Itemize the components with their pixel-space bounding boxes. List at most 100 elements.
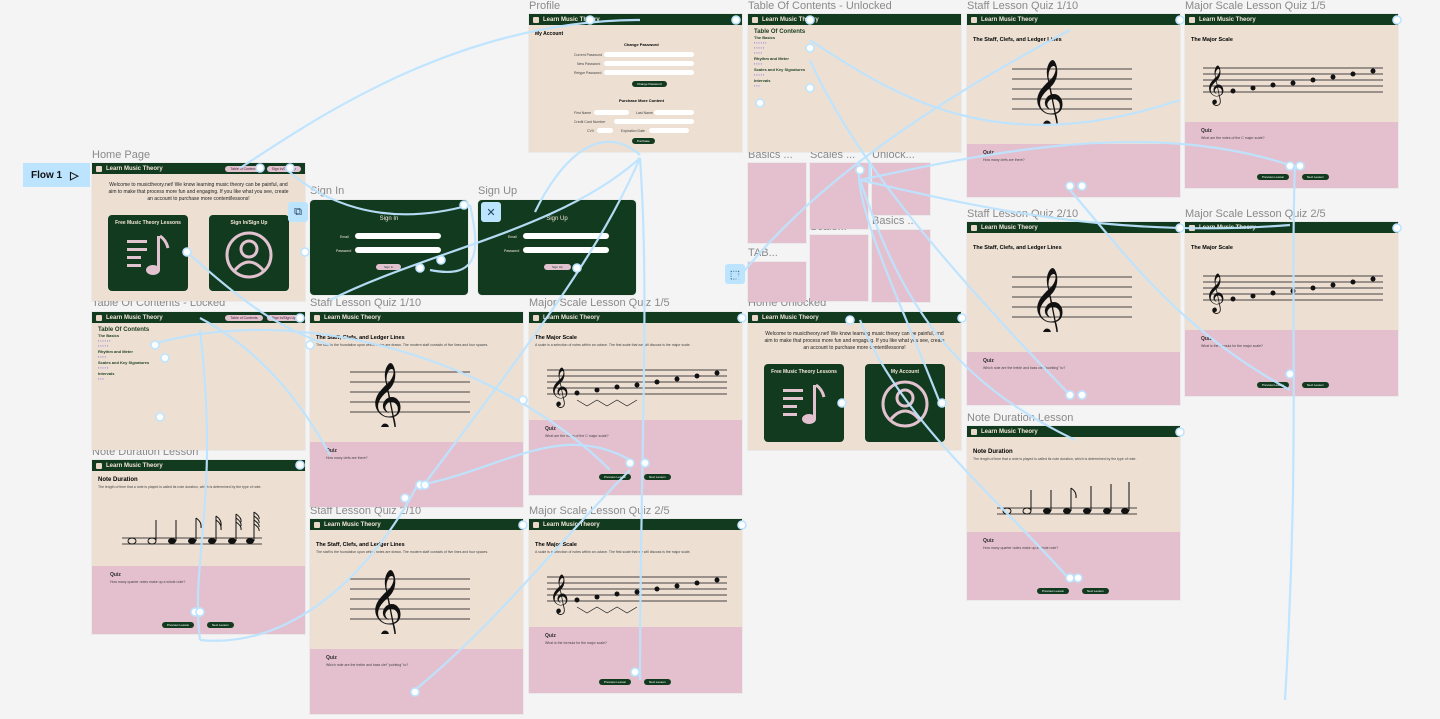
tab-overlay[interactable]	[748, 262, 806, 302]
toc-link[interactable]: ▪ ▪ ▪	[754, 84, 760, 88]
toc-unlocked-frame[interactable]: Learn Music Theory Table Of Contents The…	[748, 14, 961, 152]
scale-quiz-1b-frame[interactable]: Learn Music Theory The Major Scale 𝄞 Qui…	[1185, 14, 1398, 188]
retype-password-field[interactable]	[604, 70, 694, 75]
scale-quiz-1-frame[interactable]: Learn Music Theory The Major Scale A sca…	[529, 312, 742, 495]
free-lessons-card[interactable]: Free Music Theory Lessons	[764, 364, 844, 442]
signin-frame[interactable]: Sign In Email Password Sign In	[310, 200, 468, 295]
frame-title[interactable]: Home Page	[92, 149, 151, 161]
staff-quiz-2b-frame[interactable]: Learn Music Theory The Staff, Clefs, and…	[967, 222, 1180, 405]
toc-intervals[interactable]: Intervals	[98, 371, 115, 376]
unlock-overlay[interactable]	[872, 163, 930, 215]
toc-locked-frame[interactable]: Learn Music Theory Table of Contents Sig…	[92, 312, 305, 450]
free-lessons-card[interactable]: Free Music Theory Lessons	[108, 215, 188, 291]
home-unlocked-frame[interactable]: Learn Music Theory Welcome to musictheor…	[748, 312, 961, 450]
last-name-field[interactable]	[654, 110, 694, 115]
toc-link[interactable]: ▪ ▪ ▪ ▪ ▪	[98, 366, 109, 370]
basics-overlay-2[interactable]	[872, 230, 930, 302]
frame-title[interactable]: Staff Lesson Quiz 1/10	[310, 297, 422, 309]
frame-title[interactable]: Major Scale Lesson Quiz 2/5	[529, 505, 670, 517]
scales-overlay[interactable]	[810, 163, 868, 229]
next-button[interactable]: Next Lesson	[1082, 588, 1109, 594]
note-duration-frame[interactable]: Learn Music Theory Note Duration The len…	[92, 460, 305, 634]
frame-title[interactable]: Major Scale Lesson Quiz 2/5	[1185, 208, 1326, 220]
quiz-panel: Quiz How many quarter notes make up a wh…	[967, 532, 1180, 600]
toc-link[interactable]: ▪ ▪ ▪ ▪ ▪ ▪	[98, 339, 111, 343]
prev-button[interactable]: Previous Lesson	[1257, 174, 1290, 180]
first-name-label: First Name	[574, 111, 592, 115]
prev-button[interactable]: Previous Lesson	[162, 622, 195, 628]
lesson-body: The staff is the foundation upon which n…	[316, 343, 489, 347]
home-frame[interactable]: Learn Music Theory Table of Contents Sig…	[92, 163, 305, 301]
signup-frame[interactable]: Sign Up Email Password Sign Up	[478, 200, 636, 295]
email-field[interactable]	[355, 233, 441, 239]
new-password-field[interactable]	[604, 61, 694, 66]
card-number-field[interactable]	[614, 119, 694, 124]
expiration-field[interactable]	[649, 128, 689, 133]
frame-title[interactable]: Major Scale Lesson Quiz 1/5	[1185, 0, 1326, 12]
frame-title[interactable]: Sign Up	[478, 185, 518, 197]
toc-link[interactable]: ▪ ▪ ▪ ▪ ▪	[98, 344, 109, 348]
profile-frame[interactable]: Learn Music Theory My Account Change Pas…	[529, 14, 742, 152]
next-button[interactable]: Next Lesson	[1302, 382, 1329, 388]
toc-rhythm[interactable]: Rhythm and Meter	[98, 349, 133, 354]
prev-button[interactable]: Previous Lesson	[599, 474, 632, 480]
user-icon	[225, 231, 273, 279]
scale-overlay[interactable]	[810, 235, 868, 301]
current-password-field[interactable]	[604, 52, 694, 57]
toc-button[interactable]: Table of Contents	[225, 314, 263, 321]
signup-button[interactable]: Sign Up	[544, 264, 571, 270]
signin-button[interactable]: Sign In	[376, 264, 402, 270]
frame-select-icon[interactable]: ⬚	[725, 264, 745, 284]
toc-link[interactable]: ▪ ▪ ▪ ▪	[98, 355, 106, 359]
scale-quiz-2b-frame[interactable]: Learn Music Theory The Major Scale 𝄞 Qui…	[1185, 222, 1398, 396]
close-icon[interactable]: ✕	[481, 202, 501, 222]
treble-staff: 𝄞	[1012, 59, 1132, 124]
logo-icon	[752, 16, 758, 23]
toc-scales[interactable]: Scales and Key Signatures	[98, 360, 150, 365]
note-duration-b-frame[interactable]: Learn Music Theory Note Duration The len…	[967, 426, 1180, 600]
quiz-panel: Quiz Which note are the treble and bass …	[967, 352, 1180, 405]
app-header: Learn Music Theory	[310, 312, 523, 323]
frame-title[interactable]: Profile	[529, 0, 561, 12]
app-header: Learn Music Theory	[967, 222, 1180, 233]
signin-card[interactable]: Sign In/Sign Up	[209, 215, 289, 291]
change-password-button[interactable]: Change Password	[632, 81, 667, 87]
staff-quiz-1-frame[interactable]: Learn Music Theory The Staff, Clefs, and…	[310, 312, 523, 507]
my-account-card[interactable]: My Account	[865, 364, 945, 442]
next-button[interactable]: Next Lesson	[1302, 174, 1329, 180]
frame-title[interactable]: Major Scale Lesson Quiz 1/5	[529, 297, 670, 309]
signin-button[interactable]: Sign In/Sign Up	[266, 165, 301, 172]
prev-button[interactable]: Previous Lesson	[599, 679, 632, 685]
frame-title[interactable]: Staff Lesson Quiz 1/10	[967, 0, 1079, 12]
staff-quiz-2-frame[interactable]: Learn Music Theory The Staff, Clefs, and…	[310, 519, 523, 714]
prev-button[interactable]: Previous Lesson	[1257, 382, 1290, 388]
toc-basics[interactable]: The Basics	[98, 333, 120, 338]
brand-label: Learn Music Theory	[981, 428, 1038, 435]
toc-button[interactable]: Table of Contents	[225, 165, 263, 172]
brand-label: Learn Music Theory	[543, 16, 600, 23]
signin-button[interactable]: Sign In/Sign Up	[266, 314, 301, 321]
frame-title[interactable]: Table Of Contents - Unlocked	[748, 0, 892, 12]
basics-overlay[interactable]	[748, 163, 806, 243]
password-field[interactable]	[355, 247, 441, 253]
frame-title[interactable]: Note Duration Lesson	[967, 412, 1074, 424]
frame-title[interactable]: Sign In	[310, 185, 345, 197]
copy-icon[interactable]: ⧉	[288, 202, 308, 222]
frame-title[interactable]: Staff Lesson Quiz 2/10	[967, 208, 1079, 220]
staff-quiz-1b-frame[interactable]: Learn Music Theory The Staff, Clefs, and…	[967, 14, 1180, 197]
prev-button[interactable]: Previous Lesson	[1037, 588, 1070, 594]
next-button[interactable]: Next Lesson	[207, 622, 234, 628]
first-name-field[interactable]	[594, 110, 629, 115]
scale-quiz-2-frame[interactable]: Learn Music Theory The Major Scale A sca…	[529, 519, 742, 693]
toc-link[interactable]: ▪ ▪ ▪	[98, 377, 104, 381]
next-button[interactable]: Next Lesson	[644, 474, 671, 480]
email-field[interactable]	[523, 233, 609, 239]
flow-start-label[interactable]: Flow 1 ▷	[23, 163, 90, 187]
password-field[interactable]	[523, 247, 609, 253]
cvv-field[interactable]	[597, 128, 613, 133]
frame-title[interactable]: TAB...	[748, 247, 778, 259]
next-button[interactable]: Next Lesson	[644, 679, 671, 685]
purchase-button[interactable]: Purchase	[632, 138, 655, 144]
frame-title[interactable]: Basics ...	[872, 215, 917, 227]
